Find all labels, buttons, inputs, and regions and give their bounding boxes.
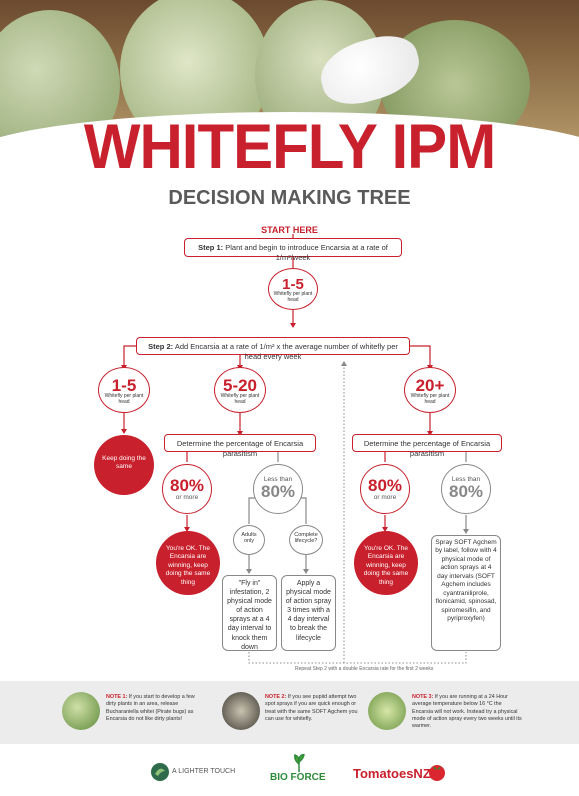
pct80-or-more-right: 80% or more: [360, 464, 410, 514]
step2-text: Add Encarsia at a rate of 1/m² x the ave…: [174, 342, 398, 361]
repeat-note: Repeat Step 2 with a double Encarsia rat…: [295, 666, 434, 672]
keep-doing-circle: Keep doing the same: [94, 435, 154, 495]
pupa-photo-2: [222, 692, 260, 730]
a-lighter-touch-logo: A LIGHTER TOUCH: [172, 768, 236, 775]
fly-in-box: "Fly in" infestation, 2 physical mode of…: [222, 575, 277, 651]
less-than-80-left: Less than 80%: [253, 464, 303, 514]
determine-box-left: Determine the percentage of Encarsia par…: [164, 434, 316, 458]
pct-value: 80%: [260, 482, 296, 501]
pct-value: 80%: [367, 476, 403, 495]
circle-value: 1-5: [111, 376, 137, 395]
pct-label: or more: [175, 494, 199, 501]
pct-value: 80%: [169, 476, 205, 495]
apply-physical-box: Apply a physical mode of action spray 3 …: [281, 575, 336, 651]
determine-text: Determine the percentage of Encarsia par…: [363, 439, 491, 458]
header-photo: [0, 0, 579, 150]
step1-prefix: Step 1:: [198, 243, 224, 252]
pct-value: 80%: [448, 482, 484, 501]
step1-box: Step 1: Plant and begin to introduce Enc…: [184, 238, 402, 262]
note-1: NOTE 1: If you start to develop a few di…: [106, 694, 206, 723]
pct-label: Less than: [451, 476, 481, 483]
complete-lifecycle-text: Complete lifecycle?: [294, 532, 318, 545]
a-lighter-touch-icon: [151, 763, 169, 781]
bioforce-leaf-icon: [294, 754, 305, 772]
circle-right-20plus: 20+ Whitefly per plant head: [404, 367, 456, 413]
start-label: START HERE: [261, 225, 318, 235]
fly-in-text: "Fly in" infestation, 2 physical mode of…: [227, 580, 272, 651]
bioforce-logo: BIO FORCE: [270, 772, 326, 783]
note-text: If you start to develop a few dirty plan…: [106, 694, 195, 722]
note-2: NOTE 2: If you see pupiid attempt two sp…: [265, 694, 361, 723]
youre-ok-text: You're OK. The Encarsia are winning, kee…: [165, 545, 211, 586]
note-text: If you see pupiid attempt two spot spray…: [265, 694, 358, 722]
circle-label: Whitefly per plant head: [410, 393, 450, 405]
spray-soft-box: Spray SOFT Agchem by label, follow with …: [431, 535, 501, 651]
circle-mid-5-20: 5-20 Whitefly per plant head: [214, 367, 266, 413]
note-title: NOTE 2:: [265, 694, 287, 700]
pct-label: or more: [373, 494, 397, 501]
adults-only-circle: Adults only: [233, 525, 265, 555]
spray-soft-text: Spray SOFT Agchem by label, follow with …: [435, 539, 497, 622]
step2-prefix: Step 2:: [148, 342, 174, 351]
youre-ok-right: You're OK. The Encarsia are winning, kee…: [354, 531, 418, 595]
circle-label: Whitefly per plant head: [104, 393, 144, 405]
complete-lifecycle-circle: Complete lifecycle?: [289, 525, 323, 555]
tomato-icon: [429, 765, 445, 781]
circle-value: 1-5: [282, 276, 304, 293]
page-subtitle: DECISION MAKING TREE: [168, 187, 411, 209]
tomatoesnz-logo: TomatoesNZ: [353, 766, 431, 781]
circle-value: 20+: [415, 376, 445, 395]
circle-label: Whitefly per plant head: [220, 393, 260, 405]
adults-only-text: Adults only: [241, 532, 257, 545]
pct-label: Less than: [263, 476, 293, 483]
note-text: If you are running at a 24 Hour average …: [412, 694, 522, 730]
youre-ok-left: You're OK. The Encarsia are winning, kee…: [156, 531, 220, 595]
youre-ok-text: You're OK. The Encarsia are winning, kee…: [363, 545, 409, 586]
footer-logos: A LIGHTER TOUCH BIO FORCE TomatoesNZ: [0, 748, 579, 796]
pct80-or-more-left: 80% or more: [162, 464, 212, 514]
circle-value: 5-20: [222, 376, 258, 395]
step1-text: Plant and begin to introduce Encarsia at…: [225, 243, 388, 262]
step2-box: Step 2: Add Encarsia at a rate of 1/m² x…: [136, 337, 410, 361]
leaf-photo-3: [368, 692, 406, 730]
note-3: NOTE 3: If you are running at a 24 Hour …: [412, 694, 522, 730]
note-title: NOTE 1:: [106, 694, 128, 700]
page-title: WHITEFLY IPM: [83, 111, 496, 182]
less-than-80-right: Less than 80%: [441, 464, 491, 514]
circle-top-1-5: 1-5 Whitefly per plant head: [268, 268, 318, 310]
note-title: NOTE 3:: [412, 694, 434, 700]
circle-label: Whitefly per plant head: [273, 291, 313, 303]
determine-text: Determine the percentage of Encarsia par…: [176, 439, 304, 458]
keep-doing-text: Keep doing the same: [102, 455, 146, 471]
apply-physical-text: Apply a physical mode of action spray 3 …: [285, 580, 332, 642]
determine-box-right: Determine the percentage of Encarsia par…: [352, 434, 502, 458]
leaf-photo-1: [62, 692, 100, 730]
circle-left-1-5: 1-5 Whitefly per plant head: [98, 367, 150, 413]
